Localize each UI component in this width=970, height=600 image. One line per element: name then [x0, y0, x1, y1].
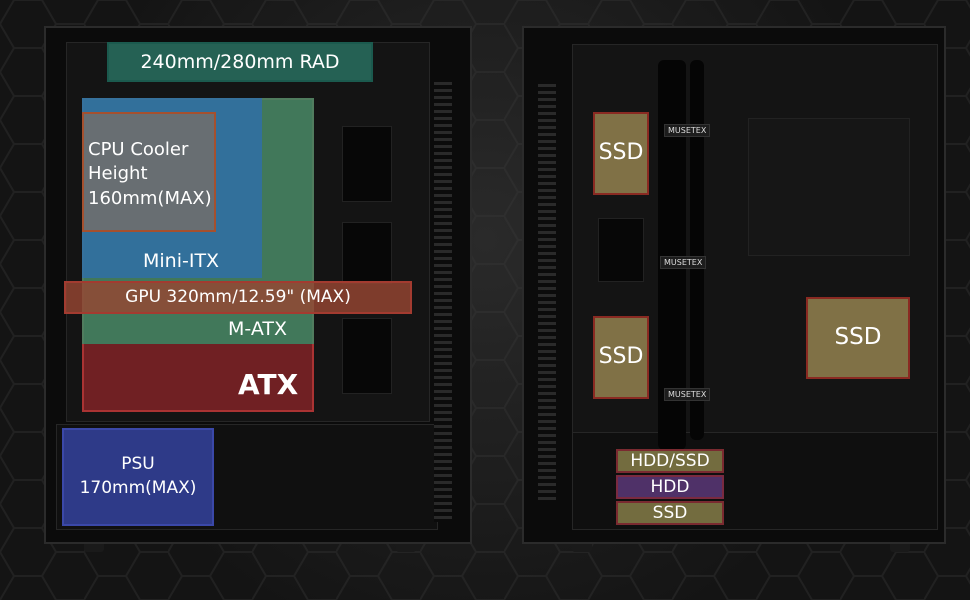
- drive-bay-label: HDD/SSD: [630, 450, 710, 471]
- drive-bay-label: SSD: [652, 502, 688, 523]
- left-case-vent: [434, 82, 452, 522]
- cpu-cooler-label-line: CPU Cooler: [88, 139, 189, 160]
- case-foot: [84, 544, 104, 552]
- cable-bundle: [690, 60, 704, 440]
- right-case-vent: [538, 84, 556, 504]
- ssd-label: SSD: [834, 324, 882, 351]
- gpu-length-bar: GPU 320mm/12.59" (MAX): [64, 281, 412, 314]
- ssd-mount-top: SSD: [593, 112, 649, 195]
- ssd-mount-side: SSD: [806, 297, 910, 379]
- case-foot: [572, 544, 592, 552]
- psu-label-line: 170mm(MAX): [79, 478, 197, 498]
- radiator-area: 240mm/280mm RAD: [107, 42, 373, 82]
- psu-area: PSU 170mm(MAX): [62, 428, 214, 526]
- psu-label-line: PSU: [121, 454, 155, 475]
- cable-tie-label: MUSETEX: [664, 388, 711, 401]
- radiator-label: 240mm/280mm RAD: [140, 50, 340, 73]
- cpu-cooler-area: CPU Cooler Height 160mm(MAX): [82, 112, 216, 232]
- case-foot: [890, 544, 910, 552]
- cpu-cooler-label-line: 160mm(MAX): [88, 187, 212, 209]
- motherboard-tray-cutout: [342, 222, 392, 284]
- motherboard-tray-cutout: [342, 318, 392, 394]
- rear-window-cutout: [748, 118, 910, 256]
- case-foot: [396, 544, 416, 552]
- atx-label: ATX: [238, 368, 299, 401]
- cpu-cooler-label-line: Height: [88, 163, 148, 185]
- drive-bay-label: HDD: [650, 476, 690, 497]
- cable-tie-label: MUSETEX: [664, 124, 711, 137]
- tray-cutout: [598, 218, 644, 282]
- ssd-mount-middle: SSD: [593, 316, 649, 399]
- mini-itx-label: Mini-ITX: [143, 250, 220, 272]
- drive-bay-hdd-ssd: HDD/SSD: [616, 449, 724, 473]
- ssd-label: SSD: [598, 140, 644, 166]
- drive-bay-ssd: SSD: [616, 501, 724, 525]
- motherboard-tray-cutout: [342, 126, 392, 202]
- gpu-label: GPU 320mm/12.59" (MAX): [125, 287, 351, 308]
- cable-tie-label: MUSETEX: [660, 256, 707, 269]
- matx-label: M-ATX: [228, 318, 287, 340]
- ssd-label: SSD: [598, 344, 644, 370]
- drive-bay-hdd: HDD: [616, 475, 724, 499]
